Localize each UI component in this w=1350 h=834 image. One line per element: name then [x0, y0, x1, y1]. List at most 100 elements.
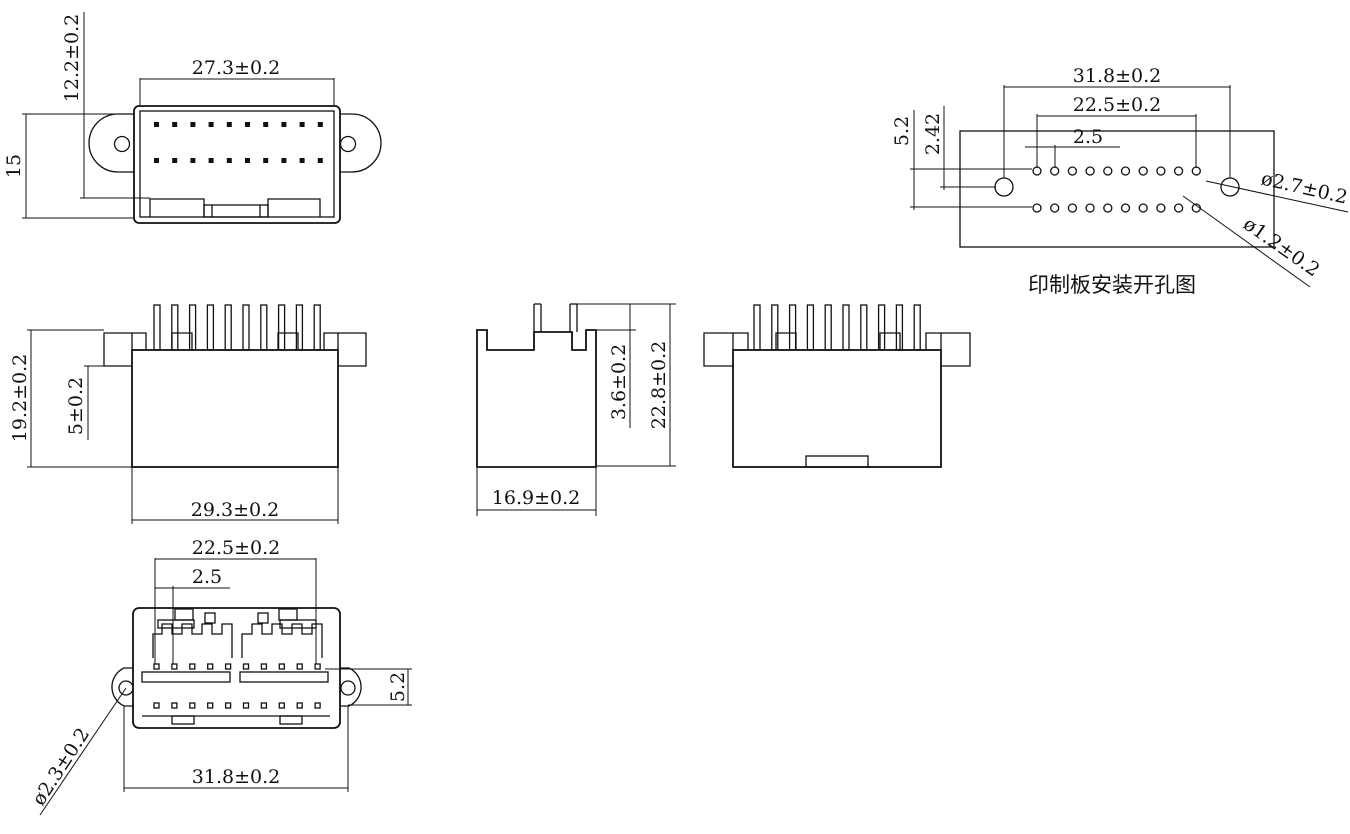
pin: [188, 304, 197, 351]
pin-hole: [1173, 166, 1184, 176]
pin-hole: [1103, 166, 1113, 176]
pin: [206, 304, 215, 351]
rear-view: [703, 304, 971, 468]
pin: [260, 304, 268, 351]
pin: [242, 304, 250, 351]
pin-hole: [1085, 203, 1095, 213]
pin-square: [317, 122, 323, 127]
pin-square: [226, 158, 232, 163]
pin-square: [207, 663, 214, 670]
pin-square: [190, 122, 196, 127]
top-view: 27.3±0.2 12.2±0.2 15: [3, 12, 382, 224]
bottom-pin-span-label: 22.5±0.2: [192, 537, 280, 559]
pin: [913, 304, 921, 351]
pin-hole: [1173, 203, 1184, 213]
pin-square: [278, 663, 285, 670]
pin-square: [281, 158, 287, 163]
pin-square: [245, 122, 250, 127]
pin-hole: [1138, 166, 1148, 176]
pin: [295, 304, 304, 351]
pin: [824, 304, 832, 351]
bottom-row-offset-label: 5.2: [387, 672, 409, 702]
pin: [788, 304, 797, 351]
pin-square: [172, 158, 178, 163]
pin-hole: [1120, 166, 1131, 176]
pin-square: [171, 702, 178, 709]
bottom-pitch-label: 2.5: [192, 566, 222, 588]
pcb-layout-caption: 印制板安装开孔图: [1028, 273, 1196, 297]
pin-hole: [1032, 203, 1042, 213]
pin-square: [245, 158, 250, 163]
bottom-view: 22.5±0.2 2.5 31.8±0.2 5.2 ø2.3±0.2: [28, 537, 412, 816]
pin: [753, 304, 761, 351]
pin-square: [317, 158, 323, 163]
pin: [806, 304, 815, 351]
pcb-row-spacing-label: 5.2: [891, 116, 913, 146]
pin-square: [189, 702, 196, 709]
pin-square: [314, 663, 321, 670]
pin-square: [314, 702, 321, 709]
pin: [153, 304, 161, 351]
pin-square: [242, 663, 250, 670]
bottom-hole-dia-label: ø2.3±0.2: [28, 724, 94, 810]
pin: [277, 304, 286, 351]
side-view: 3.6±0.2 22.8±0.2 16.9±0.2: [476, 303, 676, 516]
pin-square: [263, 158, 269, 163]
pin-square: [242, 702, 250, 709]
pcb-row-offset-label: 2.42: [922, 113, 944, 155]
pin-square: [263, 122, 269, 127]
pin-hole: [1156, 203, 1166, 213]
pin-hole: [1085, 166, 1095, 176]
pin-hole: [1156, 166, 1166, 176]
pcb-pin-span-label: 22.5±0.2: [1073, 94, 1161, 116]
pin: [171, 304, 179, 351]
pin-square: [207, 702, 214, 709]
pin-square: [299, 158, 305, 163]
top-width-label: 27.3±0.2: [192, 57, 280, 79]
pin-square: [278, 702, 285, 709]
pin-square: [190, 158, 196, 163]
pin: [313, 304, 321, 351]
pin-square: [189, 663, 196, 670]
pin-hole: [1138, 203, 1148, 213]
pin-square: [299, 122, 305, 127]
top-height-label: 15: [3, 154, 25, 178]
pin-hole: [1067, 203, 1078, 213]
pin-hole: [1067, 166, 1078, 176]
pin-hole: [1032, 166, 1042, 176]
pin: [895, 304, 904, 351]
pin: [224, 304, 232, 351]
pin-square: [154, 158, 159, 163]
pin-hole: [1120, 203, 1131, 213]
side-pin-height-label: 3.6±0.2: [608, 344, 630, 420]
pin-square: [154, 122, 159, 127]
bottom-mount-span-label: 31.8±0.2: [192, 766, 280, 788]
side-total-height-label: 22.8±0.2: [648, 341, 670, 429]
front-total-height-label: 19.2±0.2: [9, 354, 31, 442]
pin-square: [153, 663, 160, 670]
pin-square: [224, 663, 232, 670]
pin-square: [260, 702, 268, 709]
front-width-label: 29.3±0.2: [191, 499, 279, 521]
pin: [771, 304, 779, 351]
pcb-mount-span-label: 31.8±0.2: [1073, 65, 1161, 87]
pin-hole: [1050, 203, 1060, 213]
pin-hole: [1050, 166, 1060, 176]
pin-square: [226, 122, 232, 127]
pin: [842, 304, 850, 351]
pcb-layout-view: 31.8±0.2 22.5±0.2 2.5 5.2 2.42 ø2.7±0.2 …: [891, 65, 1350, 297]
pin-square: [172, 122, 178, 127]
top-depth-label: 12.2±0.2: [61, 14, 83, 102]
front-view: 19.2±0.2 5±0.2 29.3±0.2: [9, 304, 367, 524]
pin-hole: [1103, 203, 1113, 213]
side-depth-label: 16.9±0.2: [492, 487, 580, 509]
pin: [860, 304, 868, 351]
pin-square: [171, 663, 178, 670]
pin-square: [281, 122, 287, 127]
pin-square: [208, 122, 214, 127]
pin-square: [296, 702, 303, 709]
pin-square: [260, 663, 268, 670]
pin-square: [208, 158, 214, 163]
pcb-pitch-label: 2.5: [1073, 126, 1103, 148]
